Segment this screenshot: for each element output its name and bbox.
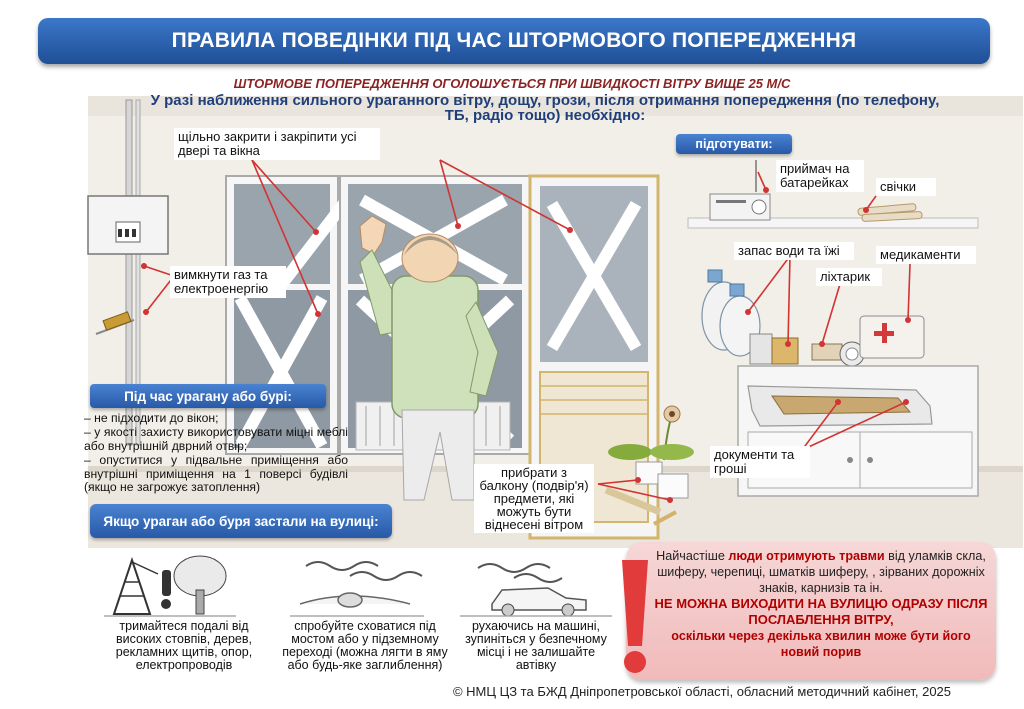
label-close-doors: щільно закрити і закріпити усі двері та … [174,128,380,160]
label-gas-power: вимкнути газ та електроенергію [170,266,286,298]
warning-line1-post: від уламків скла, шиферу, черепиці, шмат… [657,549,986,595]
label-documents: документи та гроші [710,446,810,478]
tree-icon [173,555,227,615]
warning-text: Найчастіше люди отримують травми від ула… [652,548,990,660]
street-tip-bridge: спробуйте сховатися під мостом або у під… [282,619,448,672]
intro-text: У разі наближення сильного ураганного ві… [150,92,940,124]
bridge-icon [299,592,411,608]
storm-threshold-subtitle: ШТОРМОВЕ ПОПЕРЕДЖЕННЯ ОГОЛОШУЄТЬСЯ ПРИ Ш… [233,76,791,91]
on-street-header: Якщо ураган або буря застали на вулиці: [90,504,392,538]
warning-line3: оскільки через декілька хвилин може бути… [671,629,971,659]
page-title: ПРАВИЛА ПОВЕДІНКИ ПІД ЧАС ШТОРМОВОГО ПОП… [38,18,990,64]
list-item: – не підходити до вікон; [84,411,219,425]
medkit-icon [859,315,925,359]
prepare-header: підготувати: [676,134,792,154]
warning-line2: НЕ МОЖНА ВИХОДИТИ НА ВУЛИЦЮ ОДРАЗУ ПІСЛЯ… [654,596,988,627]
warning-exclamation-icon [622,560,648,673]
person-figure [359,215,499,501]
candles-icon [857,203,923,222]
flashlight-icon [811,341,865,367]
warning-line1-bold: люди отримують травми [728,549,885,563]
radio-icon [709,160,771,221]
footer-copyright: © НМЦ ЦЗ та БЖД Дніпропетровської област… [452,684,952,699]
label-medicine: медикаменти [876,246,976,264]
electric-meter-icon [87,195,169,255]
label-candles: свічки [876,178,936,196]
street-tip-pylons: тримайтеся подалі від високих стовпів, д… [115,619,253,672]
exclamation-icon [161,570,171,609]
list-item: – у якості захисту використовувати міцні… [84,425,348,453]
label-radio: приймач на батарейках [776,160,864,192]
wind-lines-icon [305,561,423,581]
food-cans-icon [749,333,799,365]
car-icon [477,563,587,617]
during-storm-header: Під час урагану або бурі: [90,384,326,408]
warning-box [626,542,996,680]
plant-pots [604,405,694,526]
label-water-food: запас води та їжі [734,242,854,260]
warning-line1-pre: Найчастіше [656,549,729,563]
pylon-icon [112,556,159,615]
label-balcony: прибрати з балкону (подвір'я) предмети, … [474,464,594,533]
street-tip-car: рухаючись на машині, зупиніться у безпеч… [465,619,607,672]
label-flashlight: ліхтарик [816,268,882,286]
list-item: – опуститися у підвальне приміщення або … [84,453,348,495]
during-storm-list: – не підходити до вікон; – у якості захи… [84,411,348,495]
